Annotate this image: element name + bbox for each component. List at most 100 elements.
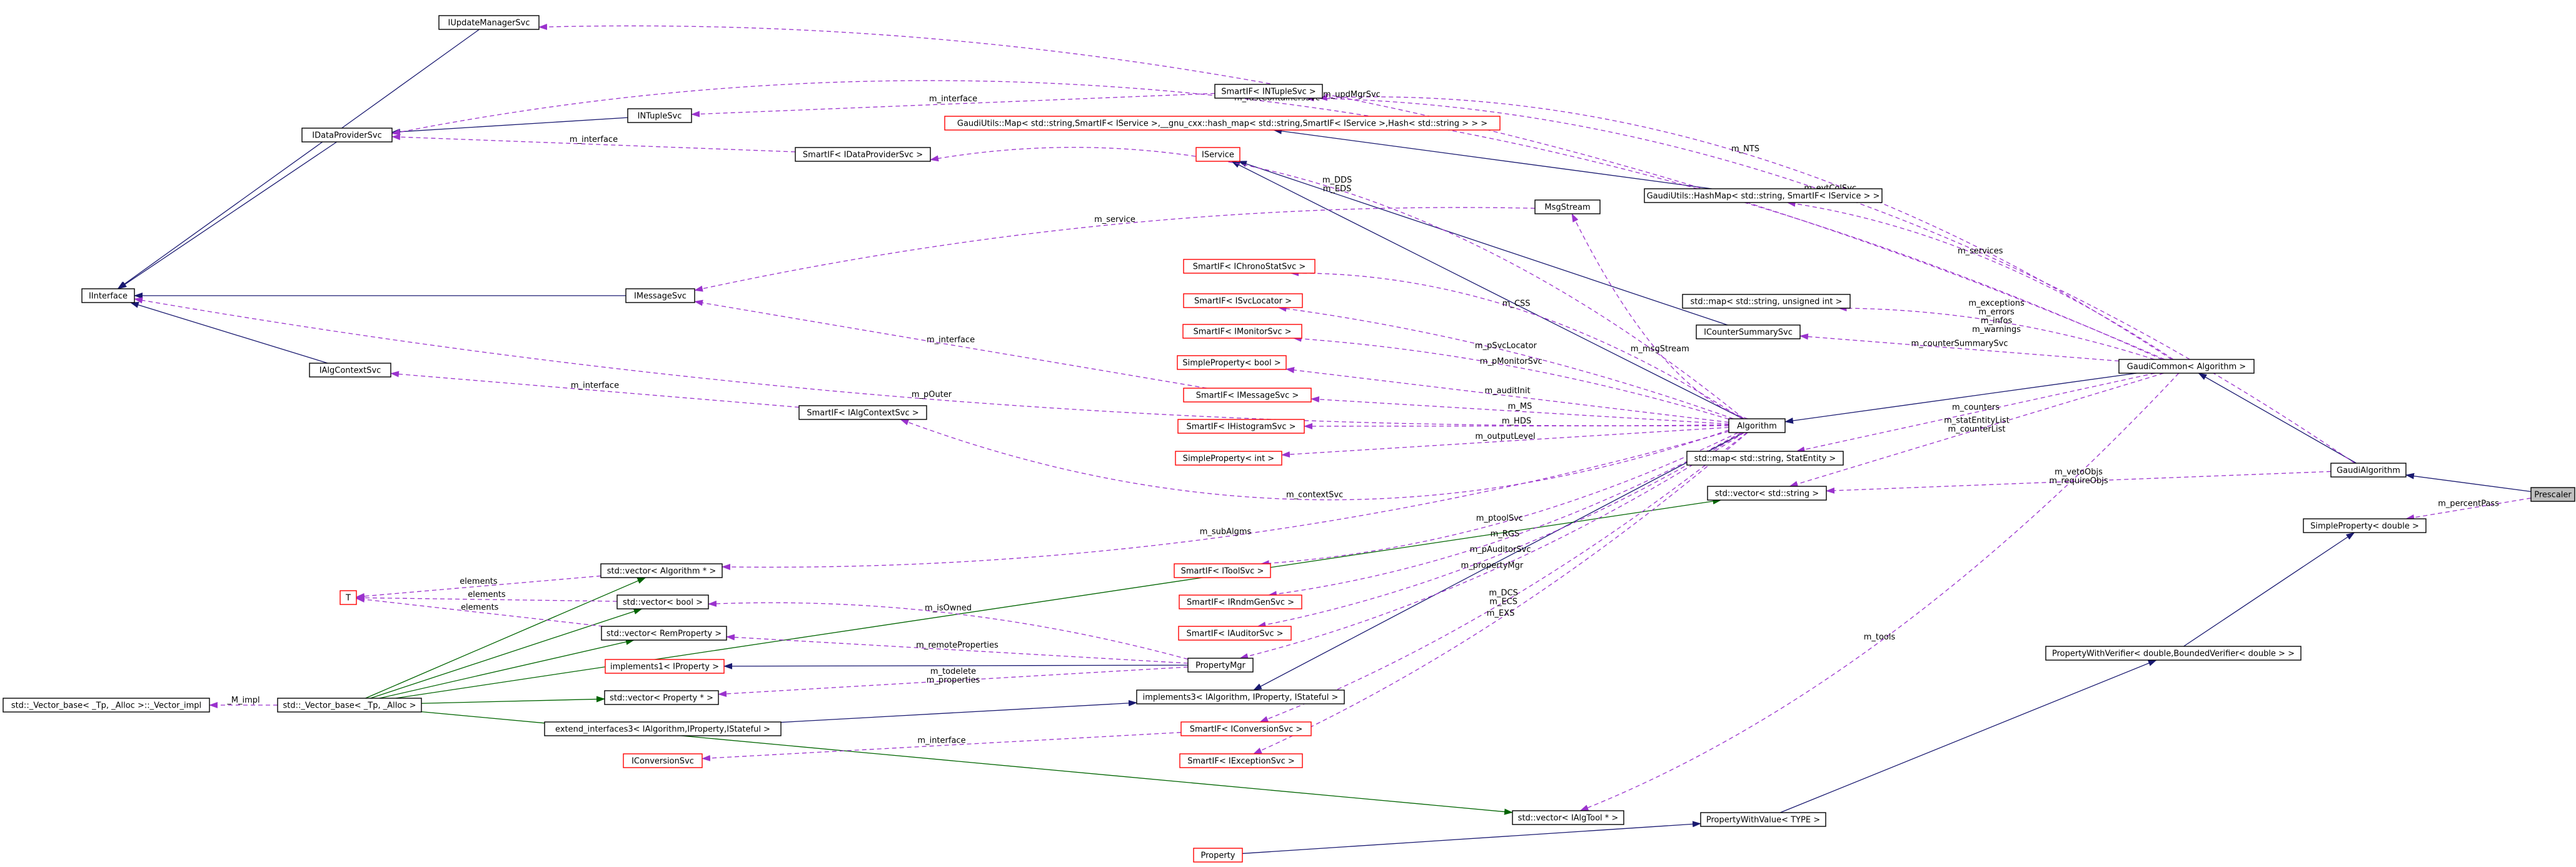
edge-algorithm-to-smartif_iauditorsvc: [1257, 432, 1744, 628]
node-box: [1182, 324, 1302, 339]
node-smartif-idataprovidersvc[interactable]: SmartIF< IDataProviderSvc >: [795, 147, 931, 162]
edges-layer: [117, 24, 2532, 854]
edge-label-elements-1: elements: [460, 577, 498, 586]
node-smartif-intuplesvc[interactable]: SmartIF< INTupleSvc >: [1214, 84, 1323, 99]
node-std-map-string-statentity[interactable]: std::map< std::string, StatEntity >: [1686, 451, 1844, 466]
node-ialgcontextsvc[interactable]: IAlgContextSvc: [309, 363, 391, 378]
node-iconversionsvc[interactable]: IConversionSvc: [623, 753, 703, 768]
edge-algorithm-to-smartif_isvclocator: [1277, 305, 1734, 419]
node-implements3[interactable]: implements3< IAlgorithm, IProperty, ISta…: [1136, 689, 1345, 704]
node-smartif-ichronostatsvc[interactable]: SmartIF< IChronoStatSvc >: [1183, 259, 1316, 274]
node-box: [1175, 451, 1282, 466]
node-label: PropertyMgr: [1195, 661, 1245, 671]
edge-idataprovidersvc-to-iinterface: [118, 141, 338, 289]
node-simpleproperty-int[interactable]: SimpleProperty< int >: [1175, 451, 1282, 466]
node-smartif-isvclocator[interactable]: SmartIF< ISvcLocator >: [1183, 293, 1303, 308]
node-label: INTupleSvc: [638, 112, 682, 121]
edge-label-m-percentpass: m_percentPass: [2438, 499, 2499, 508]
node-smartif-imessagesvc[interactable]: SmartIF< IMessageSvc >: [1183, 388, 1312, 403]
node-msgstream[interactable]: MsgStream: [1534, 199, 1601, 214]
edge-label-m-auditinit: m_auditInit: [1484, 386, 1530, 396]
node-t-param[interactable]: T: [340, 590, 357, 605]
node-simpleproperty-bool[interactable]: SimpleProperty< bool >: [1177, 355, 1287, 370]
edge-label-m-exs: m_EXS: [1487, 609, 1515, 618]
edge-algorithm-to-implements3: [1253, 432, 1744, 691]
node-label: implements1< IProperty >: [610, 663, 719, 672]
node-smartif-ihistogramsvc[interactable]: SmartIF< IHistogramSvc >: [1177, 419, 1305, 434]
node-label: SmartIF< IToolSvc >: [1181, 567, 1264, 576]
node-smartif-iauditorsvc[interactable]: SmartIF< IAuditorSvc >: [1178, 626, 1292, 641]
node-label: SmartIF< IRndmGenSvc >: [1187, 598, 1294, 608]
node-propertymgr[interactable]: PropertyMgr: [1187, 658, 1254, 673]
edge-label-m-service: m_service: [1094, 215, 1135, 224]
node-iservice[interactable]: IService: [1195, 147, 1240, 162]
node-gaudialgorithm[interactable]: GaudiAlgorithm: [2330, 463, 2407, 478]
node-smartif-imonitorsvc[interactable]: SmartIF< IMonitorSvc >: [1182, 324, 1302, 339]
node-smartif-iconversionsvc[interactable]: SmartIF< IConversionSvc >: [1180, 721, 1312, 736]
edge-ialgcontextsvc-to-iinterface: [129, 302, 328, 364]
node-smartif-iexceptionsvc[interactable]: SmartIF< IExceptionSvc >: [1179, 753, 1303, 768]
edge-smartif_intuplesvc-to-intuplesvc: [691, 93, 1215, 118]
edge-labels-layer: m_updMgrSvcm_fastContainersSvcm_interfac…: [226, 90, 2499, 745]
node-smartif-irndmgensvc[interactable]: SmartIF< IRndmGenSvc >: [1179, 594, 1302, 609]
node-idataprovidersvc[interactable]: IDataProviderSvc: [301, 128, 393, 143]
edge-gaudicommon_algorithm-to-idataprovidersvc: [391, 80, 2163, 360]
node-simpleproperty-double[interactable]: SimpleProperty< double >: [2303, 518, 2427, 533]
edge-vector_base-to-std_vector_property_ptr: [421, 696, 605, 704]
node-box: [1700, 812, 1826, 827]
edge-std_vector_bool-to-t_param: [356, 594, 618, 602]
node-label: SmartIF< INTupleSvc >: [1221, 88, 1316, 97]
edge-label-m-services: m_services: [1958, 247, 2003, 256]
node-box: [1193, 848, 1243, 863]
node-vector-base-alloc[interactable]: std::_Vector_base< _Tp, _Alloc >::_Vecto…: [3, 698, 210, 713]
edge-smartif_idataprovidersvc-to-idataprovidersvc: [391, 134, 796, 153]
node-box: [1183, 293, 1303, 308]
node-box: [2330, 463, 2407, 478]
edge-gaudicommon_algorithm-to-iupdatemanagersvc: [538, 24, 2165, 360]
node-gaudicommon-algorithm[interactable]: GaudiCommon< Algorithm >: [2118, 359, 2255, 374]
node-label: extend_interfaces3< IAlgorithm,IProperty…: [555, 725, 770, 734]
node-intuplesvc[interactable]: INTupleSvc: [627, 108, 692, 123]
node-std-vector-remproperty[interactable]: std::vector< RemProperty >: [601, 626, 727, 641]
node-prescaler[interactable]: Prescaler: [2530, 487, 2575, 502]
node-box: [627, 108, 692, 123]
node-imessagesvc[interactable]: IMessageSvc: [625, 288, 695, 303]
node-label: GaudiUtils::HashMap< std::string, SmartI…: [1647, 192, 1880, 201]
node-gaudiutils-map[interactable]: GaudiUtils::Map< std::string,SmartIF< IS…: [944, 116, 1501, 131]
edge-label-m-pouter: m_pOuter: [912, 390, 952, 399]
node-extend-interfaces3[interactable]: extend_interfaces3< IAlgorithm,IProperty…: [544, 721, 782, 736]
edge-gaudialgorithm-to-smartif_intuplesvc: [1305, 95, 2355, 464]
node-gaudiutils-hashmap[interactable]: GaudiUtils::HashMap< std::string, SmartI…: [1644, 188, 1883, 203]
node-std-vector-ialgtool-ptr[interactable]: std::vector< IAlgTool * >: [1512, 810, 1624, 825]
node-iinterface[interactable]: IInterface: [81, 288, 135, 303]
node-std-vector-algorithm-ptr[interactable]: std::vector< Algorithm * >: [600, 563, 723, 578]
edge-label-m-outputlevel: m_outputLevel: [1475, 432, 1535, 441]
node-std-vector-property-ptr[interactable]: std::vector< Property * >: [604, 690, 719, 705]
node-iupdatemanagersvc[interactable]: IUpdateManagerSvc: [438, 15, 540, 30]
edge-label-m-interface-algctx: m_interface: [571, 381, 619, 390]
edge-algorithm-to-simpleproperty_int: [1281, 427, 1729, 458]
node-label: std::map< std::string, unsigned int >: [1691, 298, 1843, 307]
edge-intuplesvc-to-idataprovidersvc: [391, 117, 628, 135]
node-std-vector-string[interactable]: std::vector< std::string >: [1707, 486, 1827, 501]
edge-gaudicommon_algorithm-to-icountersummarysvc: [1799, 333, 2120, 362]
node-implements1-iproperty[interactable]: implements1< IProperty >: [605, 659, 725, 674]
node-propertywithverifier[interactable]: PropertyWithVerifier< double,BoundedVeri…: [2045, 646, 2302, 661]
node-std-vector-bool[interactable]: std::vector< bool >: [616, 594, 709, 609]
node-label: SmartIF< IDataProviderSvc >: [803, 151, 923, 160]
edge-label-m-subalgms: m_subAlgms: [1200, 527, 1252, 536]
node-property[interactable]: Property: [1193, 848, 1243, 863]
node-smartif-itoolsvc[interactable]: SmartIF< IToolSvc >: [1174, 563, 1271, 578]
node-vector-base[interactable]: std::_Vector_base< _Tp, _Alloc >: [277, 698, 422, 713]
node-icountersummarysvc[interactable]: ICounterSummarySvc: [1696, 324, 1801, 339]
node-std-map-string-uint[interactable]: std::map< std::string, unsigned int >: [1682, 294, 1851, 309]
node-box: [1187, 658, 1254, 673]
node-propertywithvalue[interactable]: PropertyWithValue< TYPE >: [1700, 812, 1826, 827]
edge-label-m-interface-msg: m_interface: [927, 336, 975, 345]
node-label: SmartIF< IConversionSvc >: [1190, 725, 1303, 734]
edge-label-m-ptoolsvc: m_ptoolSvc: [1476, 514, 1523, 523]
node-algorithm[interactable]: Algorithm: [1728, 418, 1786, 433]
edge-label-m-propertymgr: m_propertyMgr: [1461, 561, 1524, 571]
node-smartif-ialgcontextsvc[interactable]: SmartIF< IAlgContextSvc >: [798, 405, 927, 420]
